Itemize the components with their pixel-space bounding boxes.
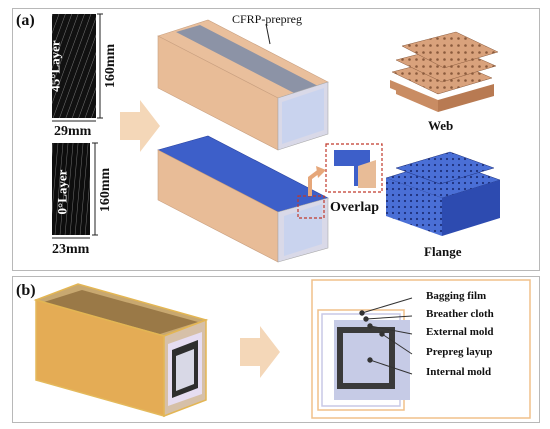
overlap-box-large [325,143,383,193]
cross-section-layers [317,309,410,411]
legend-external-mold: External mold [426,326,494,338]
flange-laminate-stack [385,151,501,236]
beam-upper [157,19,329,151]
sample-bottom-width-label: 23mm [52,242,90,257]
legend-bagging-film: Bagging film [426,290,487,302]
web-laminate-stack [390,31,499,112]
bagged-beam [33,283,209,418]
panel-b-label: (b) [16,282,36,299]
sample-top-height-label: 160mm [103,43,119,89]
sample-0-layer-label: 0°Layer [54,169,70,215]
legend-internal-mold: Internal mold [426,366,492,378]
overlap-label: Overlap [330,200,379,215]
sample-45-layer-label: 45°Layer [47,40,63,92]
sample-0-layer [52,143,90,235]
panel-a-label: (a) [16,12,35,29]
overlap-arrow [308,170,320,196]
legend-breather-cloth: Breather cloth [426,308,494,320]
sample-top-width-label: 29mm [54,124,92,139]
cfrp-leader [265,23,271,45]
cfrp-prepreg-label: CFRP-prepreg [232,12,302,26]
sample-45-layer [52,14,96,118]
cross-section-frame [311,279,531,419]
legend-prepreg-layup: Prepreg layup [426,346,493,358]
process-arrow-b [240,326,280,378]
web-label: Web [428,118,454,133]
flange-label: Flange [424,244,462,259]
sample-bottom-height-label: 160mm [98,167,114,213]
process-arrow-a [120,100,160,152]
beam-lower [157,135,329,263]
legend-leaders [359,297,413,375]
